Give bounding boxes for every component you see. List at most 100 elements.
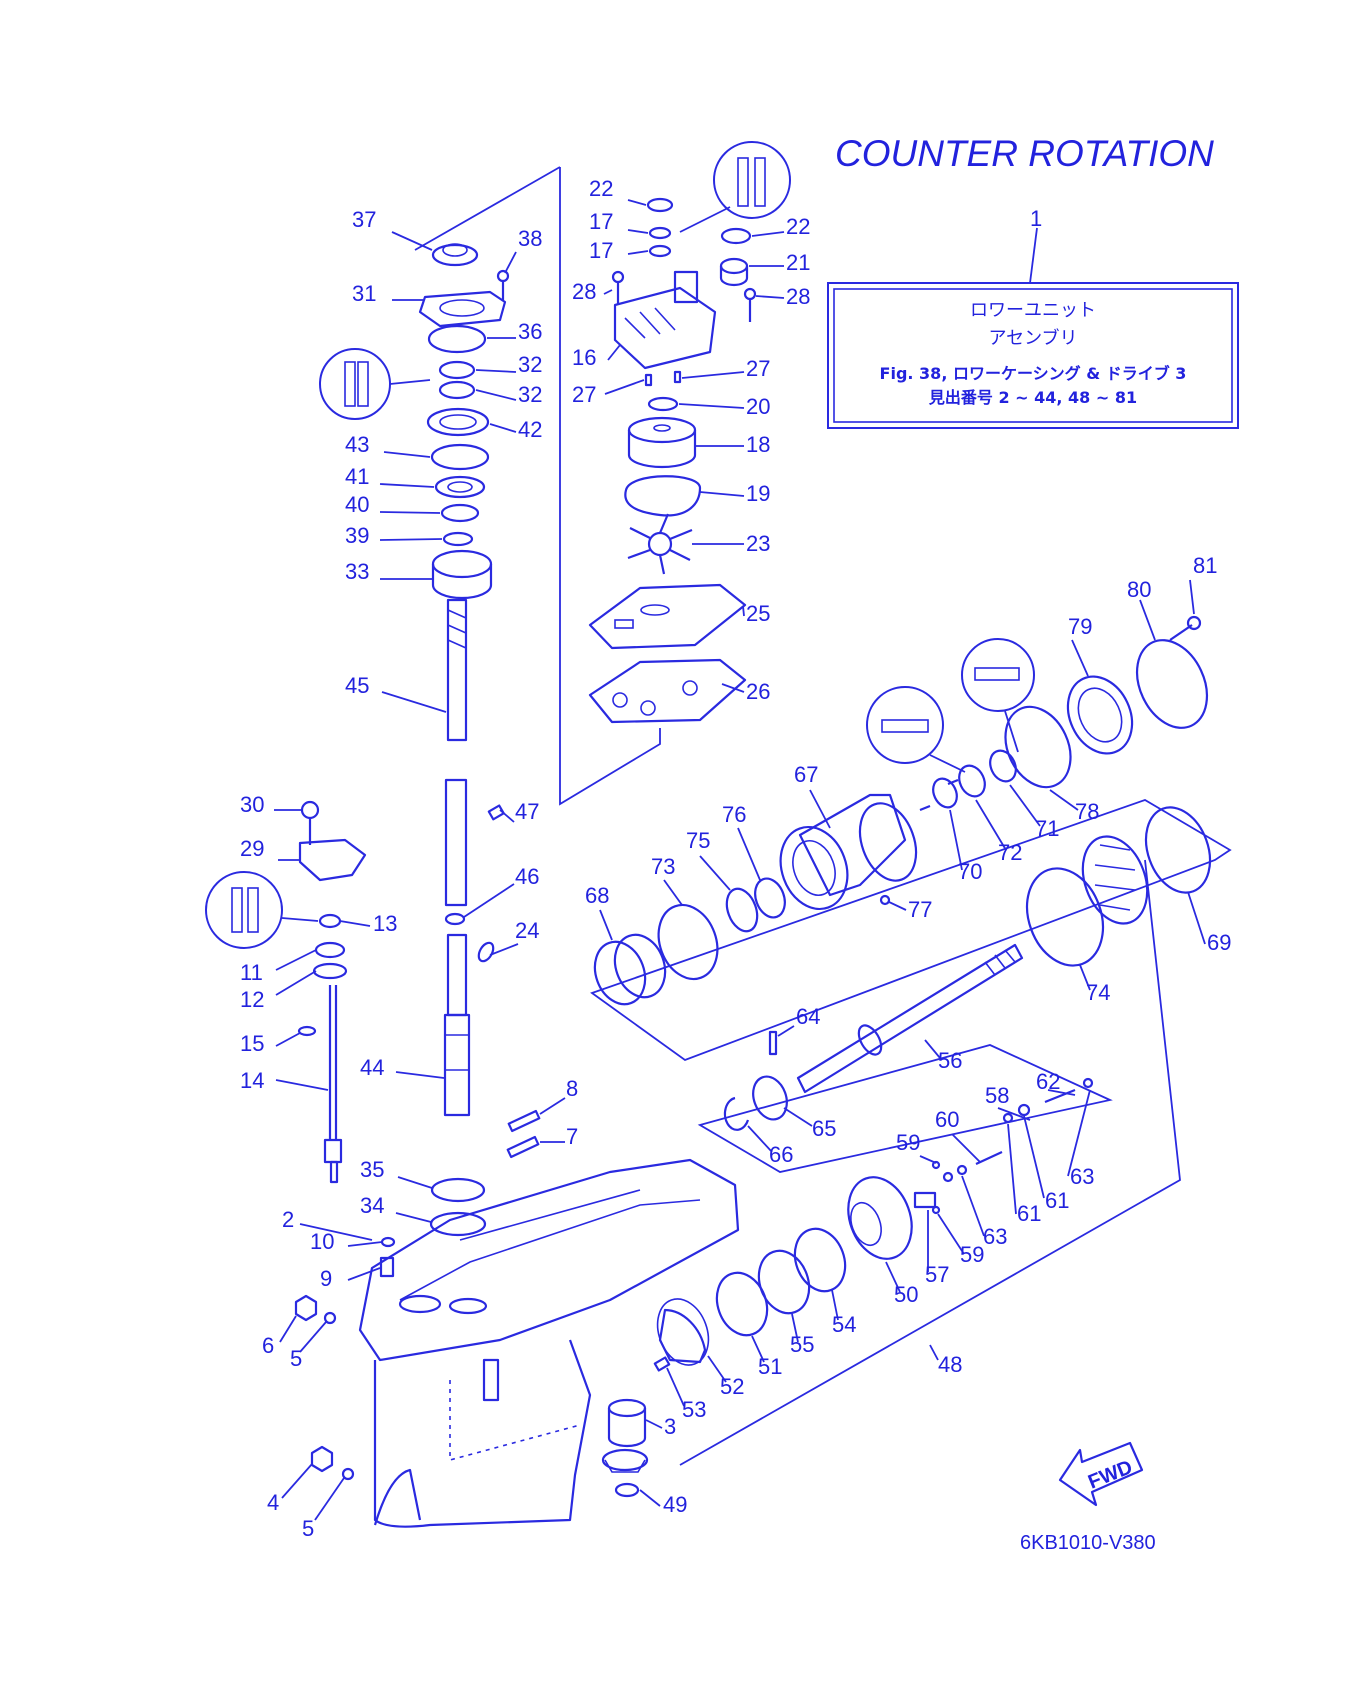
callout-leader-34 — [395, 1212, 432, 1223]
callout-11: 11 — [240, 960, 263, 985]
callout-leader-71 — [1009, 784, 1041, 827]
callout-leader-61 — [1007, 1123, 1017, 1215]
callout-77: 77 — [908, 897, 932, 922]
callout-leader-64 — [777, 1025, 795, 1037]
callout-1: 1 — [1030, 206, 1042, 231]
callout-9: 9 — [320, 1266, 332, 1291]
callout-leader-54 — [831, 1289, 839, 1321]
callout-67: 67 — [794, 762, 818, 787]
callout-leader-5 — [299, 1321, 327, 1353]
callout-leader-51 — [751, 1335, 765, 1363]
callout-leader-6 — [279, 1315, 297, 1343]
callout-leader-3 — [645, 1419, 663, 1429]
callout-leader-19 — [699, 491, 745, 497]
callout-61: 61 — [1017, 1201, 1041, 1226]
callout-49: 49 — [663, 1492, 687, 1517]
callout-59: 59 — [960, 1242, 984, 1267]
detail-inset-71 — [961, 638, 1035, 753]
callout-leader-22 — [627, 199, 647, 206]
callout-28: 28 — [572, 279, 596, 304]
detail-inset-left — [319, 348, 431, 420]
callout-71: 71 — [1035, 816, 1059, 841]
callout-70: 70 — [958, 859, 982, 884]
callout-76: 76 — [722, 802, 746, 827]
callout-7: 7 — [566, 1124, 578, 1149]
callout-5: 5 — [290, 1346, 302, 1371]
callout-leader-63 — [1067, 1089, 1091, 1177]
callout-leader-32 — [475, 389, 517, 401]
detail-inset-top — [679, 141, 791, 233]
callout-19: 19 — [746, 481, 770, 506]
callout-leader-41 — [379, 483, 435, 488]
clutch-group-outline — [697, 1044, 1113, 1173]
callout-52: 52 — [720, 1374, 744, 1399]
detail-inset-72 — [866, 686, 966, 773]
callout-leader-66 — [747, 1125, 773, 1153]
callout-leader-13 — [339, 920, 371, 927]
callout-leader-16 — [607, 344, 621, 361]
callout-leader-12 — [275, 970, 317, 996]
callout-45: 45 — [345, 673, 369, 698]
callout-leader-22 — [751, 231, 785, 237]
callout-72: 72 — [998, 840, 1022, 865]
callout-leader-35 — [397, 1176, 433, 1189]
callout-leader-20 — [678, 403, 745, 409]
callout-34: 34 — [360, 1193, 384, 1218]
callout-47: 47 — [515, 799, 539, 824]
callout-leader-10 — [347, 1241, 383, 1247]
callout-12: 12 — [240, 987, 264, 1012]
callout-leader-45 — [381, 691, 447, 713]
callout-25: 25 — [746, 601, 770, 626]
callout-leaders — [274, 199, 1206, 1521]
callout-18: 18 — [746, 432, 770, 457]
drawing-code: 6KB1010-V380 — [1020, 1532, 1156, 1554]
callout-38: 38 — [518, 226, 542, 251]
callout-4: 4 — [267, 1490, 279, 1515]
callout-leader-53 — [666, 1367, 685, 1407]
callout-28: 28 — [786, 284, 810, 309]
callout-leader-5 — [314, 1477, 345, 1521]
callout-80: 80 — [1127, 577, 1151, 602]
callout-30: 30 — [240, 792, 264, 817]
callout-5: 5 — [302, 1516, 314, 1541]
callout-64: 64 — [796, 1004, 820, 1029]
callout-leader-8 — [539, 1097, 566, 1115]
callout-16: 16 — [572, 345, 596, 370]
callout-31: 31 — [352, 281, 376, 306]
callout-50: 50 — [894, 1282, 918, 1307]
lower-casing — [294, 1158, 740, 1528]
callout-58: 58 — [985, 1083, 1009, 1108]
callout-leader-44 — [395, 1071, 445, 1079]
callout-leader-40 — [379, 511, 441, 514]
callout-leader-17 — [627, 229, 649, 234]
callout-6: 6 — [262, 1333, 274, 1358]
callout-leader-46 — [463, 883, 515, 918]
callout-59: 59 — [896, 1130, 920, 1155]
callout-leader-52 — [707, 1355, 727, 1383]
callout-leader-62 — [1047, 1089, 1076, 1096]
callout-leader-79 — [1071, 639, 1089, 677]
driveshaft-group — [418, 243, 510, 1237]
callout-3: 3 — [664, 1414, 676, 1439]
callout-leader-49 — [639, 1489, 661, 1507]
housing-group-outline — [590, 799, 1232, 1062]
callout-leader-76 — [737, 827, 761, 881]
callout-14: 14 — [240, 1068, 264, 1093]
callout-leader-48 — [929, 1344, 939, 1361]
callout-65: 65 — [812, 1116, 836, 1141]
callout-75: 75 — [686, 828, 710, 853]
callout-78: 78 — [1075, 799, 1099, 824]
callout-63: 63 — [983, 1224, 1007, 1249]
callout-leader-55 — [791, 1313, 799, 1343]
callout-leader-2 — [299, 1223, 373, 1241]
callout-leader-65 — [783, 1107, 813, 1127]
callout-44: 44 — [360, 1055, 384, 1080]
callout-55: 55 — [790, 1332, 814, 1357]
callout-61: 61 — [1045, 1188, 1069, 1213]
callout-24: 24 — [515, 918, 539, 943]
callout-leader-70 — [949, 809, 963, 871]
callout-68: 68 — [585, 883, 609, 908]
callout-27: 27 — [746, 356, 770, 381]
callout-leader-59 — [937, 1213, 965, 1255]
